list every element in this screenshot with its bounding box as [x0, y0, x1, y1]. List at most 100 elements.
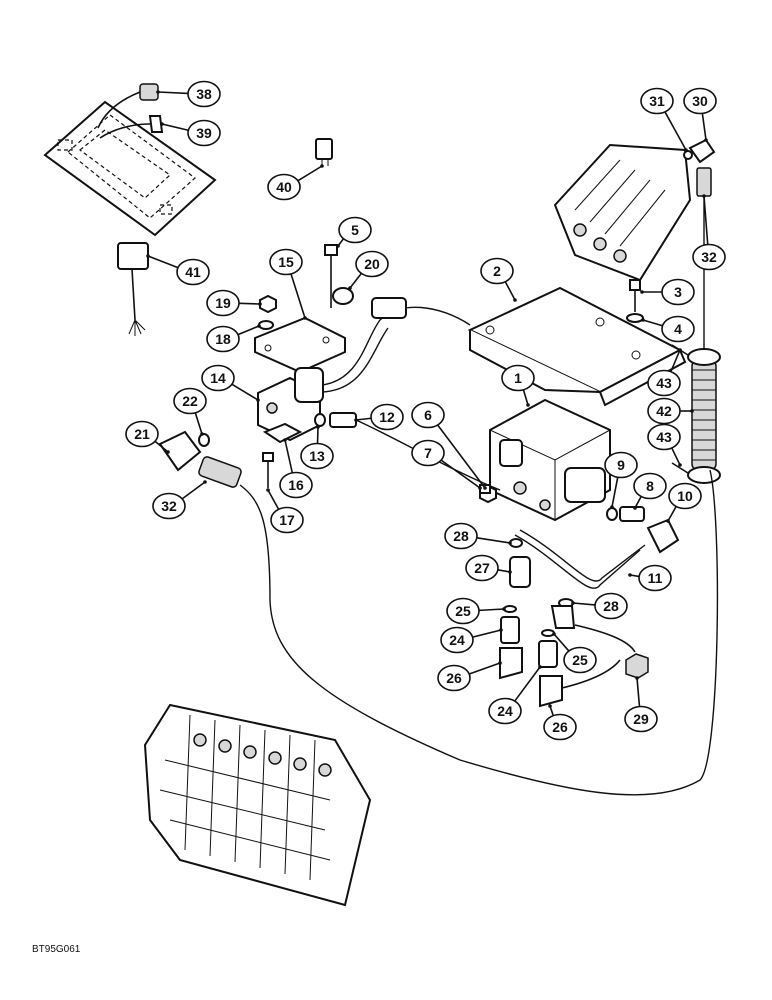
callout-balloon — [563, 646, 597, 674]
callout-number: 29 — [633, 711, 649, 727]
hose-42 — [691, 359, 717, 471]
callout-leader-tip — [257, 324, 261, 328]
callout-balloon — [437, 664, 471, 692]
callout-number: 26 — [552, 719, 568, 735]
cap-29 — [625, 653, 649, 679]
callout-9: 9 — [604, 451, 638, 509]
elbow-26-left — [499, 647, 523, 680]
fitting-32-upper — [696, 167, 712, 350]
callout-leader — [476, 537, 511, 544]
callout-1: 1 — [501, 364, 535, 407]
callout-leader-tip — [146, 254, 150, 258]
callout-number: 12 — [379, 409, 395, 425]
callout-leader-tip — [704, 138, 708, 142]
callout-leader — [284, 439, 293, 473]
callout-leader — [522, 389, 529, 406]
callout-balloon — [444, 522, 478, 550]
callout-leader-tip — [508, 570, 512, 574]
callout-balloon — [411, 401, 445, 429]
callout-leader-tip — [666, 519, 670, 523]
callout-balloon — [661, 278, 695, 306]
callout-layer: 1234567891011121314151617181920212224242… — [125, 80, 726, 741]
callout-leader-tip — [641, 318, 645, 322]
callout-number: 30 — [692, 93, 708, 109]
callout-number: 16 — [288, 477, 304, 493]
callout-number: 24 — [497, 703, 513, 719]
callout-leader-tip — [635, 676, 639, 680]
callout-leader — [572, 602, 596, 606]
seal-31 — [683, 150, 693, 160]
callout-balloon — [206, 325, 240, 353]
callout-leader-tip — [256, 398, 260, 402]
callout-balloon — [668, 482, 702, 510]
callout-number: 24 — [449, 632, 465, 648]
callout-number: 25 — [572, 652, 588, 668]
fitting-27 — [509, 556, 531, 588]
callout-leader — [472, 629, 502, 638]
callout-number: 11 — [648, 570, 663, 586]
callout-number: 3 — [674, 284, 682, 300]
callout-leader-tip — [571, 601, 575, 605]
callout-balloon — [624, 705, 658, 733]
callout-4: 4 — [641, 315, 695, 343]
callout-leader — [664, 111, 687, 151]
callout-19: 19 — [206, 289, 262, 317]
callout-32: 32 — [692, 194, 726, 271]
callout-leader-tip — [478, 486, 482, 490]
callout-28: 28 — [571, 592, 628, 620]
callout-number: 19 — [215, 295, 231, 311]
callout-leader-tip — [498, 661, 502, 665]
callout-leader-tip — [678, 348, 682, 352]
callout-15: 15 — [269, 248, 307, 320]
callout-balloon — [270, 506, 304, 534]
callout-26: 26 — [437, 661, 502, 692]
elbow-26-right — [539, 675, 563, 708]
callout-balloon — [633, 472, 667, 500]
callout-number: 40 — [276, 179, 292, 195]
callout-balloon — [173, 387, 207, 415]
callout-number: 2 — [493, 263, 501, 279]
callout-leader — [237, 325, 260, 336]
callout-leader-tip — [513, 298, 517, 302]
callout-leader — [642, 319, 663, 327]
callout-14: 14 — [201, 364, 260, 402]
callout-balloon — [692, 243, 726, 271]
callout-leader — [514, 666, 541, 702]
callout-7: 7 — [411, 439, 482, 490]
callout-number: 32 — [701, 249, 717, 265]
callout-42: 42 — [647, 397, 694, 425]
seal-25-right — [541, 629, 555, 637]
callout-leader-tip — [316, 425, 320, 429]
clamp-43-upper — [671, 344, 721, 366]
callout-29: 29 — [624, 676, 658, 733]
callout-30: 30 — [683, 87, 717, 142]
callout-39: 39 — [160, 119, 221, 147]
callout-leader — [497, 569, 511, 573]
callout-leader-tip — [258, 302, 262, 306]
callout-leader — [468, 662, 501, 675]
drawing-reference: BT95G061 — [32, 944, 81, 955]
callout-27: 27 — [465, 554, 512, 582]
callout-leader — [703, 195, 709, 245]
bolt-3 — [629, 279, 641, 312]
nut-19 — [259, 294, 277, 314]
callout-32: 32 — [152, 480, 207, 520]
tube-11 — [514, 529, 646, 589]
callout-balloon — [488, 697, 522, 725]
callout-leader-tip — [483, 486, 487, 490]
callout-24: 24 — [440, 626, 503, 654]
callout-balloon — [440, 626, 474, 654]
callout-6: 6 — [411, 401, 487, 490]
monitor-panel — [43, 100, 217, 237]
callout-balloon — [604, 451, 638, 479]
callout-balloon — [201, 364, 235, 392]
control-valve-top — [553, 143, 692, 282]
callout-number: 28 — [453, 528, 469, 544]
callout-12: 12 — [354, 403, 404, 431]
callout-balloon — [543, 713, 577, 741]
callout-balloon — [647, 423, 681, 451]
callout-leader — [701, 113, 707, 141]
washer-18 — [258, 320, 274, 330]
callout-leader-tip — [348, 286, 352, 290]
callout-28: 28 — [444, 522, 512, 550]
